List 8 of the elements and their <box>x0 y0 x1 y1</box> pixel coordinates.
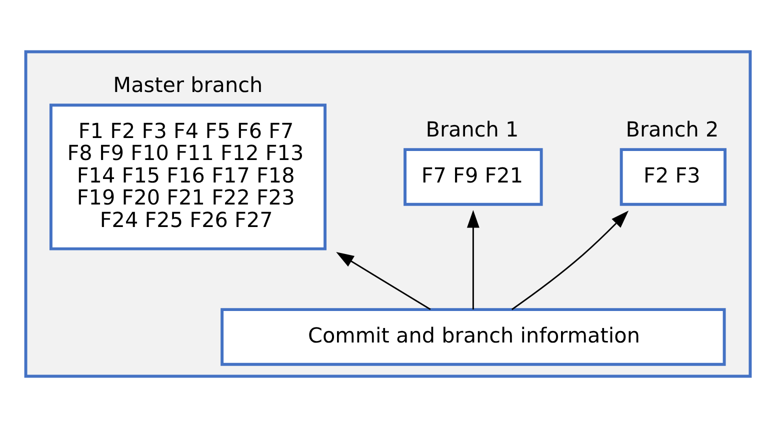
arrow <box>336 252 431 310</box>
node-label: Branch 2 <box>626 117 719 142</box>
arrow <box>512 210 629 310</box>
node-label: Branch 1 <box>426 117 519 142</box>
node-label: Master branch <box>113 72 263 97</box>
cluster <box>24 50 752 378</box>
node-box: Commit and branch information <box>220 308 726 366</box>
arrow <box>466 209 480 309</box>
